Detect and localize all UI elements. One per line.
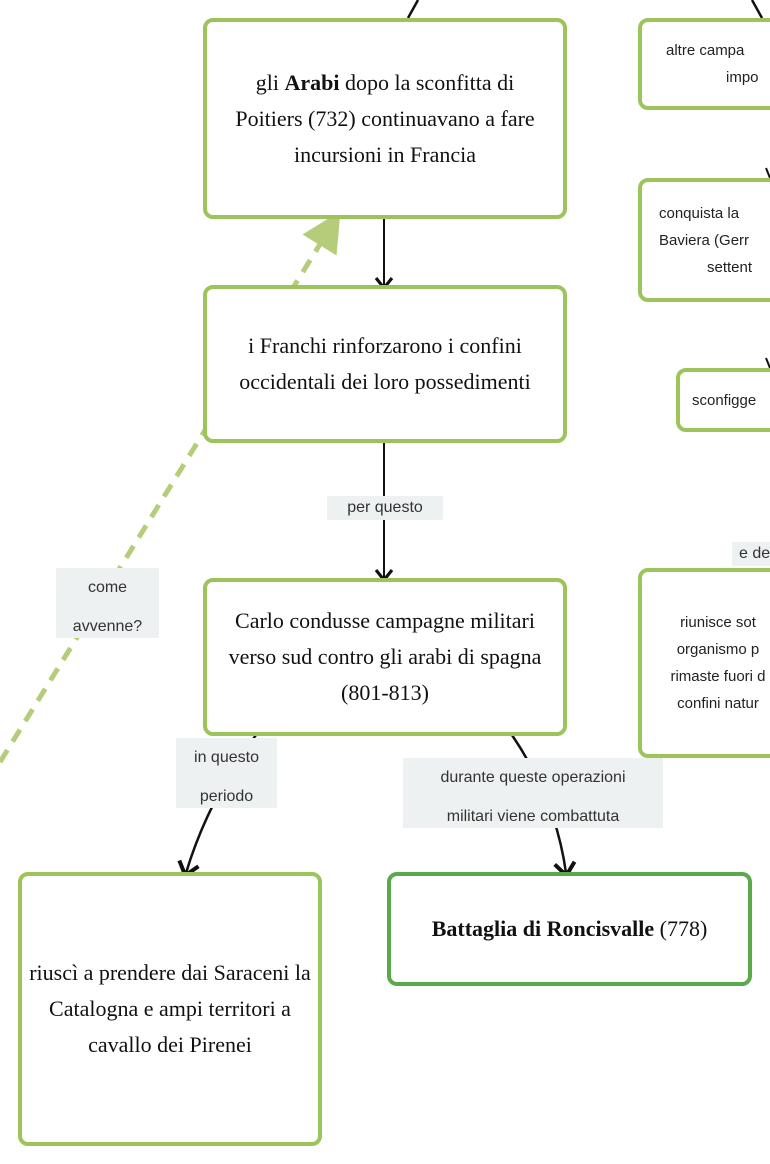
edge-top-left: [406, 0, 420, 19]
label-per-questo: per questo: [327, 496, 443, 520]
node-franchi[interactable]: i Franchi rinforzarono i confini occiden…: [203, 285, 567, 443]
node-sconfigge-text: sconfigge: [692, 391, 757, 409]
edge-right-1: [765, 167, 770, 179]
label-come-avvenne: come avvenne?: [56, 568, 159, 638]
label-come-avvenne-line2: avvenne?: [72, 618, 143, 635]
label-come-avvenne-line1: come: [87, 579, 128, 596]
node-sconfigge[interactable]: sconfigge: [676, 368, 770, 432]
label-e-de: e de: [732, 542, 770, 566]
edge-top-right: [750, 0, 764, 19]
label-in-questo-periodo: in questo periodo: [176, 738, 277, 808]
label-durante-line1: durante queste operazioni: [440, 769, 626, 786]
label-in-questo-periodo-line2: periodo: [199, 788, 254, 805]
node-roncisvalle-text: Battaglia di Roncisvalle (778): [431, 916, 708, 941]
label-durante: durante queste operazioni militari viene…: [403, 758, 663, 828]
label-in-questo-periodo-line1: in questo: [194, 749, 259, 766]
node-riusci[interactable]: riuscì a prendere dai Saraceni la Catalo…: [18, 872, 322, 1146]
node-carlo[interactable]: Carlo condusse campagne militari verso s…: [203, 578, 567, 736]
label-durante-line2: militari viene combattuta: [446, 808, 620, 825]
dashed-arrow-come-avvenne: [0, 210, 341, 764]
node-riusci-text: riuscì a prendere dai Saraceni la Catalo…: [29, 960, 311, 1057]
node-carlo-text: Carlo condusse campagne militari verso s…: [228, 608, 542, 705]
edge-right-2: [765, 357, 770, 369]
node-arabi[interactable]: gli Arabi dopo la sconfitta di Poitiers …: [203, 18, 567, 219]
node-roncisvalle[interactable]: Battaglia di Roncisvalle (778): [387, 872, 752, 986]
node-franchi-text: i Franchi rinforzarono i confini occiden…: [239, 333, 531, 394]
node-arabi-text: gli Arabi dopo la sconfitta di Poitiers …: [235, 69, 535, 167]
